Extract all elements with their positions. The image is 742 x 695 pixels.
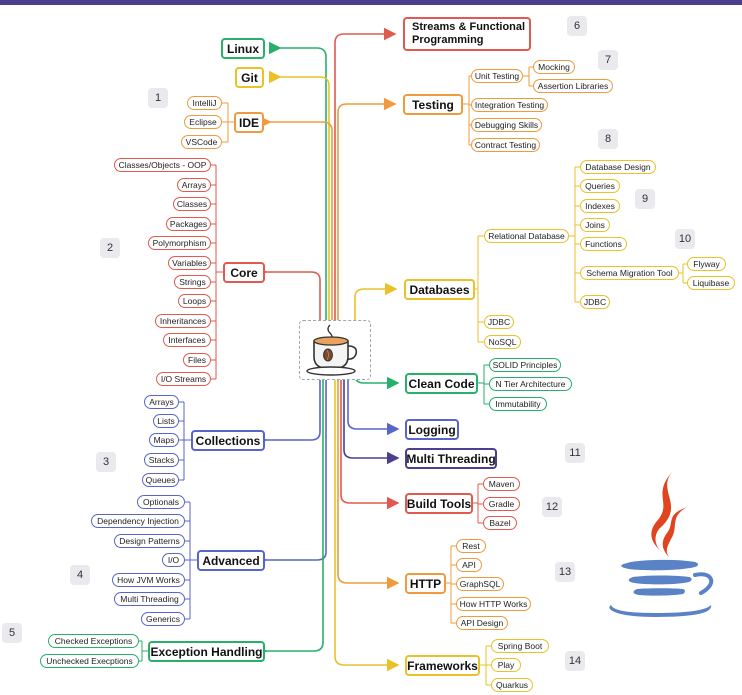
leaf-build-maven: Maven — [483, 477, 520, 491]
leaf-collections-arrays: Arrays — [144, 395, 179, 409]
leaf-rel-queries: Queries — [580, 179, 620, 193]
leaf-collections-maps: Maps — [149, 433, 179, 447]
leaf-core-files: Files — [183, 353, 211, 367]
leaf-unit-assertion: Assertion Libraries — [533, 79, 613, 93]
leaf-core-arrays: Arrays — [177, 178, 211, 192]
leaf-http-api-design: API Design — [456, 616, 508, 630]
leaf-core-variables: Variables — [168, 256, 211, 270]
leaf-ide-eclipse: Eclipse — [184, 115, 222, 129]
topic-ide: IDE — [234, 112, 264, 133]
step-badge: 7 — [598, 50, 618, 70]
leaf-advanced-design-patterns: Design Patterns — [114, 534, 185, 548]
step-badge: 2 — [100, 238, 120, 258]
leaf-clean-immutability: Immutability — [489, 397, 547, 411]
topic-http: HTTP — [405, 573, 446, 594]
leaf-ide-intellij: IntelliJ — [187, 96, 222, 110]
leaf-clean-ntier: N Tier Architecture — [489, 377, 572, 391]
leaf-rel-design: Database Design — [580, 160, 656, 174]
step-badge: 9 — [635, 189, 655, 209]
step-badge: 12 — [542, 497, 562, 517]
leaf-advanced-multithreading: Multi Threading — [114, 592, 185, 606]
topic-multi-threading: Multi Threading — [405, 448, 497, 469]
leaf-db-nosql: NoSQL — [484, 335, 521, 349]
step-badge: 10 — [675, 229, 695, 249]
leaf-advanced-io: I/O — [162, 553, 185, 567]
topic-collections: Collections — [191, 430, 265, 451]
leaf-advanced-di: Dependency Injection — [91, 514, 185, 528]
step-badge: 14 — [565, 651, 585, 671]
topic-logging: Logging — [405, 419, 459, 440]
topic-exception-handling: Exception Handling — [148, 641, 265, 662]
leaf-mig-liquibase: Liquibase — [687, 276, 735, 290]
leaf-http-api: API — [456, 558, 482, 572]
leaf-fw-quarkus: Quarkus — [491, 678, 533, 692]
leaf-http-how: How HTTP Works — [456, 597, 531, 611]
leaf-core-interfaces: Interfaces — [163, 333, 211, 347]
topic-git: Git — [235, 67, 264, 88]
step-badge: 4 — [70, 565, 90, 585]
step-badge: 13 — [555, 562, 575, 582]
leaf-core-classes: Classes — [173, 197, 211, 211]
java-logo-icon — [609, 471, 714, 617]
leaf-clean-solid: SOLID Principles — [489, 358, 561, 372]
step-badge: 1 — [148, 88, 168, 108]
leaf-rel-jdbc: JDBC — [580, 295, 610, 309]
step-badge: 11 — [565, 443, 585, 463]
leaf-core-packages: Packages — [166, 217, 211, 231]
step-badge: 8 — [598, 129, 618, 149]
topic-linux: Linux — [221, 38, 265, 59]
leaf-ide-vscode: VSCode — [181, 135, 222, 149]
topic-testing: Testing — [403, 94, 463, 115]
topic-core: Core — [223, 262, 265, 283]
leaf-testing-integration: Integration Testing — [471, 98, 548, 112]
center-hub — [299, 320, 371, 380]
leaf-build-gradle: Gradle — [483, 497, 520, 511]
leaf-unit-mocking: Mocking — [533, 60, 575, 74]
leaf-fw-play: Play — [491, 658, 521, 672]
topic-advanced: Advanced — [197, 550, 265, 571]
leaf-build-bazel: Bazel — [483, 516, 517, 530]
topic-databases: Databases — [404, 279, 475, 300]
leaf-rel-functions: Functions — [580, 237, 627, 251]
leaf-advanced-optionals: Optionals — [137, 495, 185, 509]
leaf-fw-spring: Spring Boot — [491, 639, 549, 653]
leaf-core-strings: Strings — [174, 275, 211, 289]
leaf-testing-debugging: Debugging Skills — [471, 118, 542, 132]
topic-streams: Streams & Functional Programming — [403, 17, 531, 51]
leaf-core-oop: Classes/Objects - OOP — [114, 158, 211, 172]
topic-build-tools: Build Tools — [405, 493, 473, 514]
leaf-advanced-generics: Generics — [141, 612, 185, 626]
leaf-exceptions-checked: Checked Exceptions — [48, 634, 139, 648]
leaf-core-inheritances: Inheritances — [155, 314, 211, 328]
topic-clean-code: Clean Code — [405, 373, 478, 394]
topic-frameworks: Frameworks — [405, 655, 480, 676]
leaf-collections-queues: Queues — [142, 473, 179, 487]
leaf-rel-joins: Joins — [580, 218, 610, 232]
leaf-collections-stacks: Stacks — [144, 453, 179, 467]
leaf-core-loops: Loops — [178, 294, 211, 308]
leaf-rel-migration: Schema Migration Tool — [580, 266, 679, 280]
leaf-rel-indexes: Indexes — [580, 199, 620, 213]
leaf-http-graphsql: GraphSQL — [456, 577, 504, 591]
step-badge: 3 — [96, 452, 116, 472]
leaf-collections-lists: Lists — [153, 414, 179, 428]
leaf-testing-contract: Contract Testing — [471, 138, 540, 152]
leaf-testing-unit: Unit Testing — [471, 69, 523, 83]
leaf-mig-flyway: Flyway — [687, 257, 726, 271]
leaf-exceptions-unchecked: Unchecked Execptions — [40, 654, 139, 668]
step-badge: 5 — [2, 623, 22, 643]
leaf-db-jdbc: JDBC — [484, 315, 514, 329]
leaf-advanced-jvm: How JVM Works — [112, 573, 185, 587]
leaf-db-relational: Relational Database — [484, 229, 569, 243]
top-border — [0, 0, 742, 5]
step-badge: 6 — [567, 16, 587, 36]
coffee-cup-icon — [306, 324, 358, 376]
leaf-http-rest: Rest — [456, 539, 486, 553]
leaf-core-io-streams: I/O Streams — [156, 372, 211, 386]
leaf-core-polymorphism: Polymorphism — [148, 236, 211, 250]
